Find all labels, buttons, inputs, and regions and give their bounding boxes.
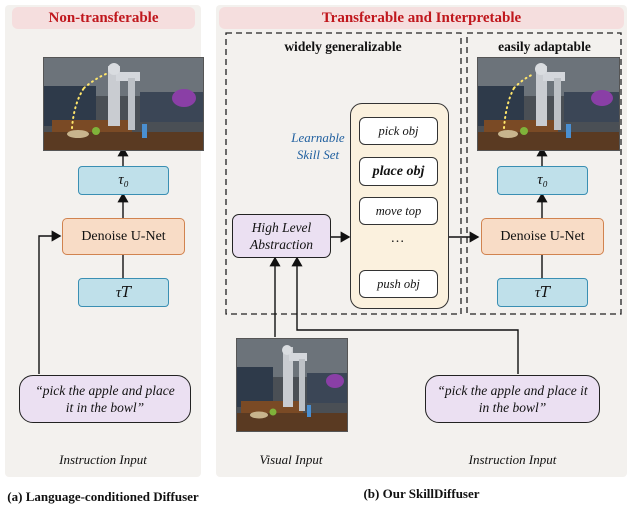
left-tau-0: τ₀: [78, 166, 169, 195]
skill-place-obj: place obj: [359, 157, 438, 186]
right-instruction-caption: Instruction Input: [468, 452, 557, 467]
visual-input-image: [236, 338, 348, 432]
skill-move-top: move top: [359, 197, 438, 225]
skill-pick-obj: pick obj: [359, 117, 438, 145]
adapted-trajectory-image: [477, 57, 620, 151]
right-instruction-box: “pick the apple and place it in the bowl…: [425, 375, 600, 423]
left-subcaption: (a) Language-conditioned Diffuser: [7, 489, 199, 504]
adaptable-box: [466, 32, 622, 315]
left-instruction-caption: Instruction Input: [59, 452, 147, 467]
trajectory-scene-image: [43, 57, 204, 151]
section-title-adaptable: easily adaptable: [498, 39, 591, 54]
right-header: Transferable and Interpretable: [219, 7, 624, 29]
skillset-label: Learnable Skill Set: [291, 130, 345, 162]
left-header: Non-transferable: [12, 7, 195, 29]
right-tau-T: τ𝑇: [497, 278, 588, 307]
high-level-abstraction: High Level Abstraction: [232, 214, 331, 258]
skill-ellipsis: …: [390, 231, 405, 246]
generalizable-box: [225, 32, 462, 315]
section-title-generalizable: widely generalizable: [284, 39, 402, 54]
left-tau-T: τ𝑇: [78, 278, 169, 307]
left-denoise-unet: Denoise U-Net: [62, 218, 185, 255]
left-instruction-box: “pick the apple and place it in the bowl…: [19, 375, 191, 423]
visual-input-caption: Visual Input: [259, 452, 323, 467]
skill-push-obj: push obj: [359, 270, 438, 298]
right-denoise-unet: Denoise U-Net: [481, 218, 604, 255]
right-tau-0: τ₀: [497, 166, 588, 195]
right-subcaption: (b) Our SkillDiffuser: [363, 486, 480, 501]
